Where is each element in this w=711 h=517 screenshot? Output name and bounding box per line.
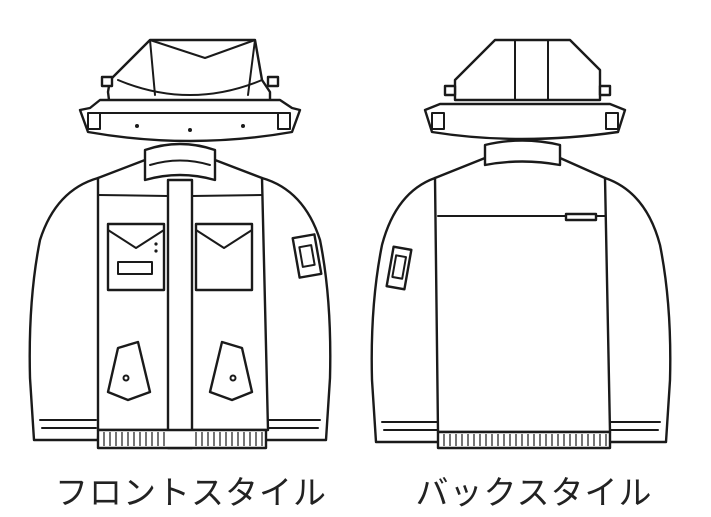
back-hood [423, 38, 627, 141]
back-style-caption: バックスタイル [415, 473, 653, 512]
front-style-caption: フロントスタイル [55, 473, 327, 512]
front-view [28, 38, 332, 450]
front-hood [78, 38, 302, 143]
front-body [28, 142, 332, 450]
back-body [370, 139, 672, 450]
back-view [370, 38, 672, 450]
